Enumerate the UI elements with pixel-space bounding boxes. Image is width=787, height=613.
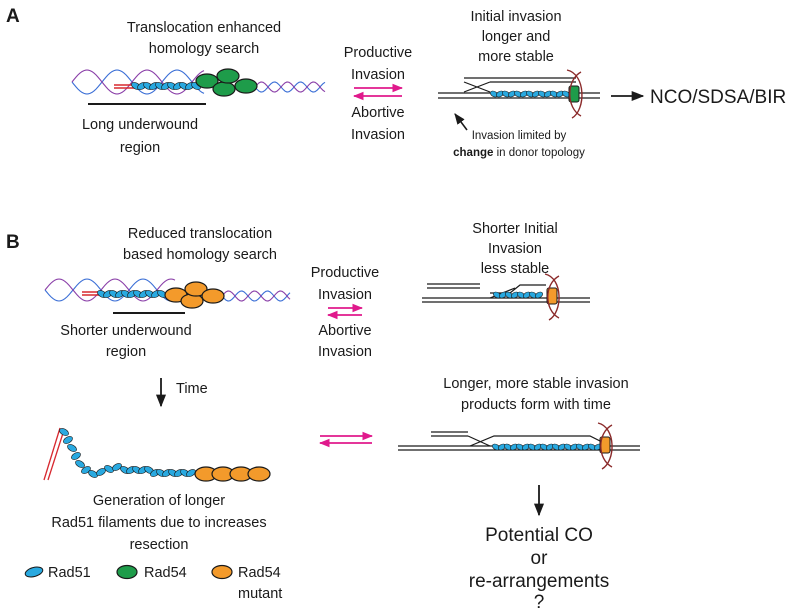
rad51-monomer [186, 469, 196, 477]
rad51-monomer [59, 428, 69, 436]
a-initial-line3: more stable [478, 49, 554, 65]
b-search-label-line1: Reduced translocation [128, 226, 272, 242]
b-late-motor-icon [597, 422, 613, 470]
a-equilibrium-arrows [352, 83, 404, 101]
b-shorter-line1: Shorter Initial [472, 221, 557, 237]
legend: Rad51 Rad54 Rad54 mutant [24, 564, 282, 602]
a-search-label-line2: homology search [149, 41, 259, 57]
a-search-label-line1: Translocation enhanced [127, 20, 281, 36]
legend-rad54-label: Rad54 [144, 565, 187, 581]
a-limited-arrow [454, 113, 468, 131]
panel-a-letter: A [6, 6, 20, 27]
b-long-rad54-mutants [194, 466, 271, 482]
b-rad51-filament [97, 290, 167, 298]
rad51-monomer [63, 436, 73, 444]
rad51-monomer [112, 463, 122, 471]
b-underwound-label-line1: Shorter underwound [60, 323, 191, 339]
b-motor-icon [544, 273, 560, 321]
a-limited-line2: change in donor topology [453, 147, 585, 159]
b-time-label: Time [176, 381, 208, 397]
b-generation-line1: Generation of longer [93, 493, 225, 509]
b-underwound-label-line2: region [106, 344, 146, 360]
a-abortive-line2: Invasion [351, 127, 405, 143]
b-equilibrium-arrows [326, 303, 364, 320]
a-productive-line1: Productive [344, 45, 413, 61]
b-generation-line3: resection [130, 537, 189, 553]
b-abortive-line2: Invasion [318, 344, 372, 360]
rad51-monomer [104, 465, 114, 473]
b-outcome-line4: ? [534, 592, 545, 613]
b-shorter-line3: less stable [481, 261, 550, 277]
legend-rad51-label: Rad51 [48, 565, 91, 581]
a-underwound-label-line1: Long underwound [82, 117, 198, 133]
rad51-monomer [67, 444, 77, 452]
legend-rad51-icon [24, 566, 44, 578]
legend-rad54-mutant-line2: mutant [238, 586, 282, 602]
b-productive-line2: Invasion [318, 287, 372, 303]
b-d-loop [422, 283, 590, 303]
a-productive-line2: Invasion [351, 67, 405, 83]
legend-rad54-icon [116, 564, 138, 580]
b-longer-line1: Longer, more stable invasion [443, 376, 628, 392]
rad51-monomer [71, 452, 81, 460]
b-outcome-line3: re-arrangements [469, 571, 609, 592]
a-initial-line1: Initial invasion [470, 9, 561, 25]
rad51-monomer [534, 291, 543, 299]
b-late-invasion-filament [492, 443, 602, 451]
legend-rad54-mutant-line1: Rad54 [238, 565, 281, 581]
b-time-equilibrium-arrows [318, 431, 374, 448]
a-invasion-filament [489, 90, 570, 98]
rad51-monomer [75, 460, 85, 468]
legend-rad54-mutant-icon [211, 564, 233, 580]
panel-b-letter: B [6, 232, 20, 253]
b-shorter-line2: Invasion [488, 241, 542, 257]
b-outcome-line1: Potential CO [485, 525, 593, 546]
b-abortive-line1: Abortive [318, 323, 371, 339]
b-outcome-line2: or [531, 548, 549, 569]
b-long-rad51-filament [59, 428, 196, 478]
a-motor-icon [566, 69, 583, 119]
b-invasion-filament [493, 291, 543, 299]
b-long-ssdna [43, 427, 65, 481]
a-rad51-filament [131, 82, 201, 90]
a-limited-line1: Invasion limited by [472, 130, 567, 142]
a-underwound-label-line2: region [120, 140, 160, 156]
b-rad54-mutant-cluster [164, 281, 225, 309]
a-initial-line2: longer and [482, 29, 551, 45]
b-productive-line1: Productive [311, 265, 380, 281]
b-longer-line2: products form with time [461, 397, 611, 413]
a-change-word: change [453, 147, 493, 159]
rad51-monomer [88, 470, 98, 478]
a-change-rest: in donor topology [493, 147, 585, 159]
a-outcome-text: NCO/SDSA/BIR [650, 87, 786, 108]
a-rad54-cluster [195, 68, 258, 97]
b-search-label-line2: based homology search [123, 247, 277, 263]
b-generation-line2: Rad51 filaments due to increases [51, 515, 266, 531]
a-abortive-line1: Abortive [351, 105, 404, 121]
